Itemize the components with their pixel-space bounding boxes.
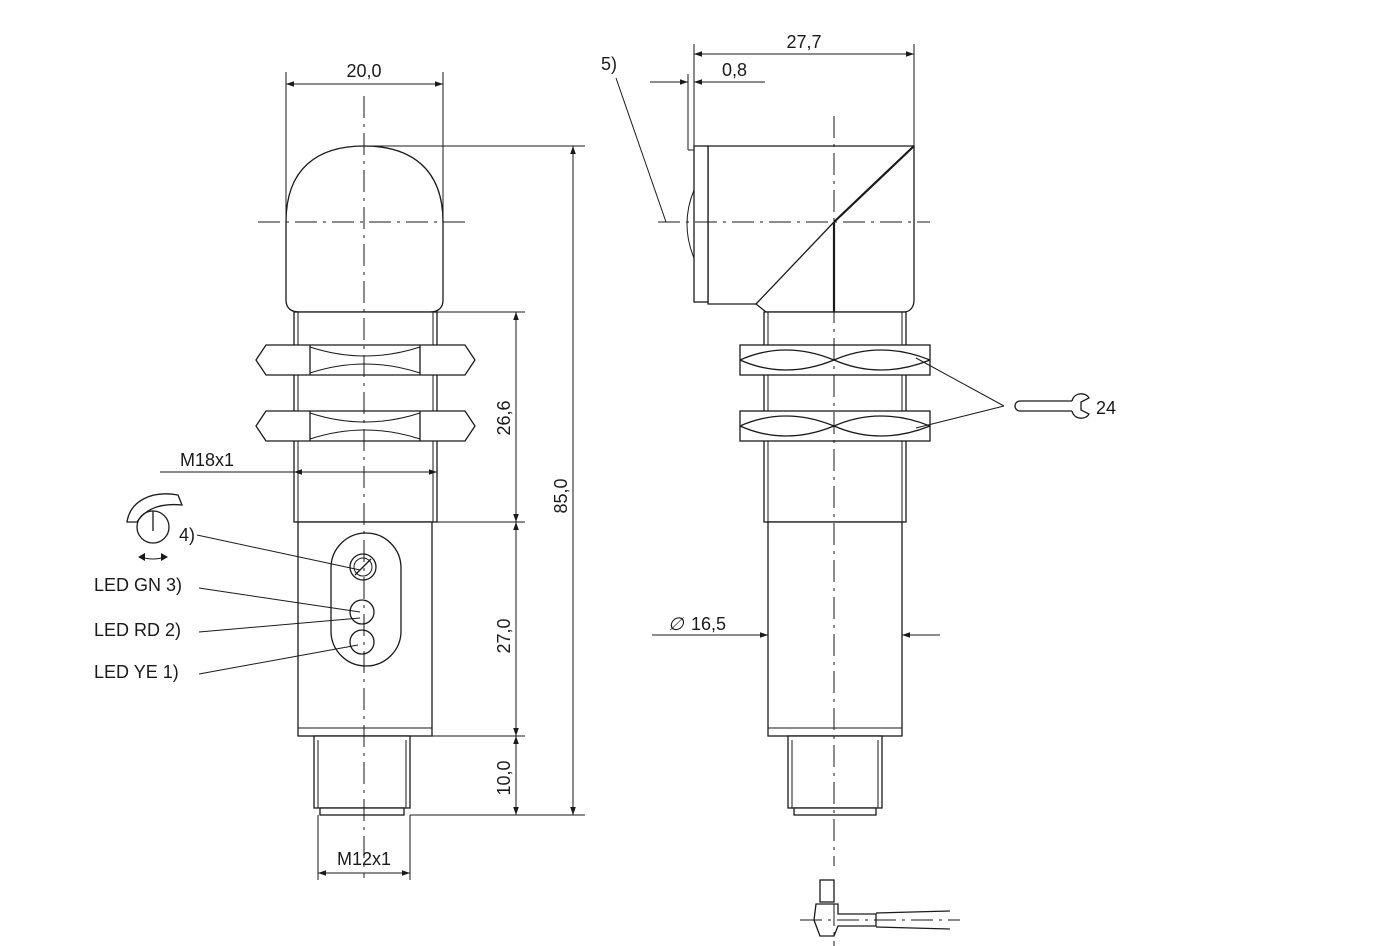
front-view: 20,0 M18x1 M12x1 26,6 27,0 10,0 85,0 [94,61,585,880]
front-connector [313,735,411,809]
dim-side-diameter-symbol: ∅ [668,614,685,634]
dim-main-thread: M18x1 [180,450,234,470]
label-lens-note: 5) [601,54,617,74]
side-lens-plate [693,145,709,303]
indicator-window [330,532,402,667]
side-nut-upper [739,344,931,376]
led-yellow [349,629,375,655]
dim-side-width: 27,7 [786,32,821,52]
front-nut-lower [255,410,476,442]
side-nut-lower [739,410,931,442]
label-potentiometer: 4) [179,525,195,545]
dim-connector-thread: M12x1 [337,849,391,869]
potentiometer-screw [349,553,377,581]
label-led-rd: LED RD 2) [94,620,181,640]
side-view: 27,7 0,8 5) ∅ 16,5 24 [601,32,1116,946]
side-head [707,145,915,313]
dim-connector-length: 10,0 [494,760,514,795]
dim-side-offset: 0,8 [722,60,747,80]
wrench-icon [1014,393,1090,419]
led-red [349,599,375,625]
front-housing [297,521,433,737]
label-led-ye: LED YE 1) [94,662,179,682]
front-nut-upper [255,344,476,376]
dim-side-diameter: 16,5 [691,614,726,634]
potentiometer-icon [126,493,184,561]
dim-front-width: 20,0 [346,61,381,81]
label-wrench-size: 24 [1096,398,1116,418]
dim-total-length: 85,0 [551,478,571,513]
label-led-gn: LED GN 3) [94,575,182,595]
angled-cable-icon [800,879,960,946]
dim-body-length: 27,0 [494,618,514,653]
dim-thread-length: 26,6 [494,400,514,435]
